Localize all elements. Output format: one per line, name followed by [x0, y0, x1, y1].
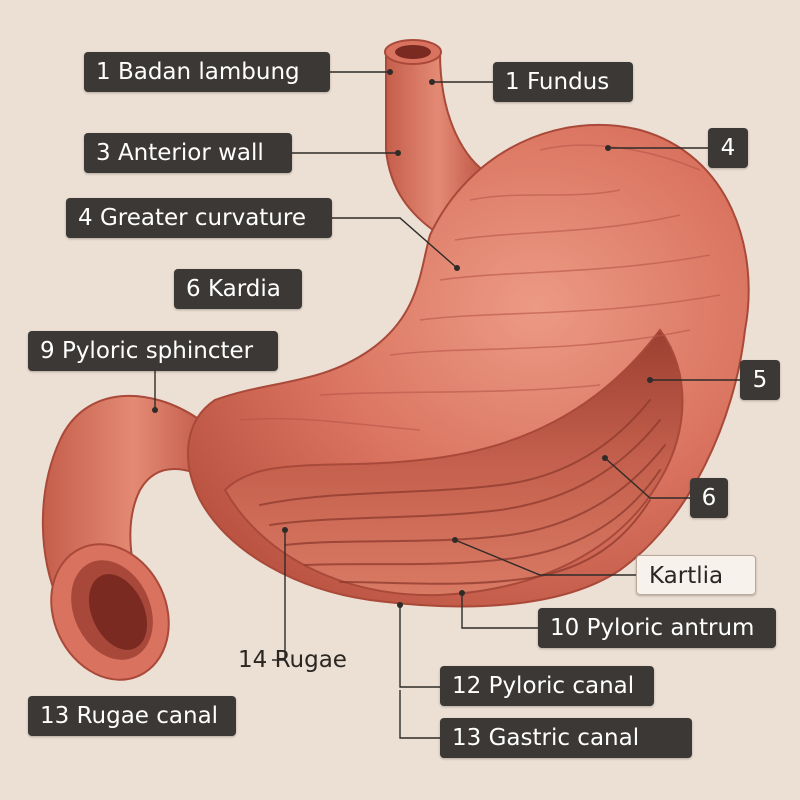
- label-gastric-canal: 13 Gastric canal: [440, 718, 692, 758]
- label-rugae-canal: 13 Rugae canal: [28, 696, 236, 736]
- duodenum: [41, 394, 228, 681]
- label-badan-lambung: 1 Badan lambung: [84, 52, 330, 92]
- label-pyloric-canal: 12 Pyloric canal: [440, 666, 654, 706]
- label-pyloric-antrum: 10 Pyloric antrum: [538, 608, 776, 648]
- label-kardia: 6 Kardia: [174, 269, 302, 309]
- label-kartlia: Kartlia: [636, 555, 756, 595]
- leader-lines: [154, 71, 740, 739]
- label-anterior-wall: 3 Anterior wall: [84, 133, 292, 173]
- label-fundus: 1 Fundus: [493, 62, 633, 102]
- stomach-cavity: [223, 328, 684, 597]
- leader-dots: [152, 69, 653, 608]
- label-greater-curvature: 4 Greater curvature: [66, 198, 332, 238]
- label-four: 4: [708, 128, 748, 168]
- label-six: 6: [690, 478, 728, 518]
- label-five: 5: [740, 360, 780, 400]
- label-pyloric-sphincter: 9 Pyloric sphincter: [28, 331, 278, 371]
- label-rugae: 14 Rugae: [238, 647, 347, 673]
- surface-texture: [239, 144, 721, 431]
- rugae-folds: [259, 399, 666, 585]
